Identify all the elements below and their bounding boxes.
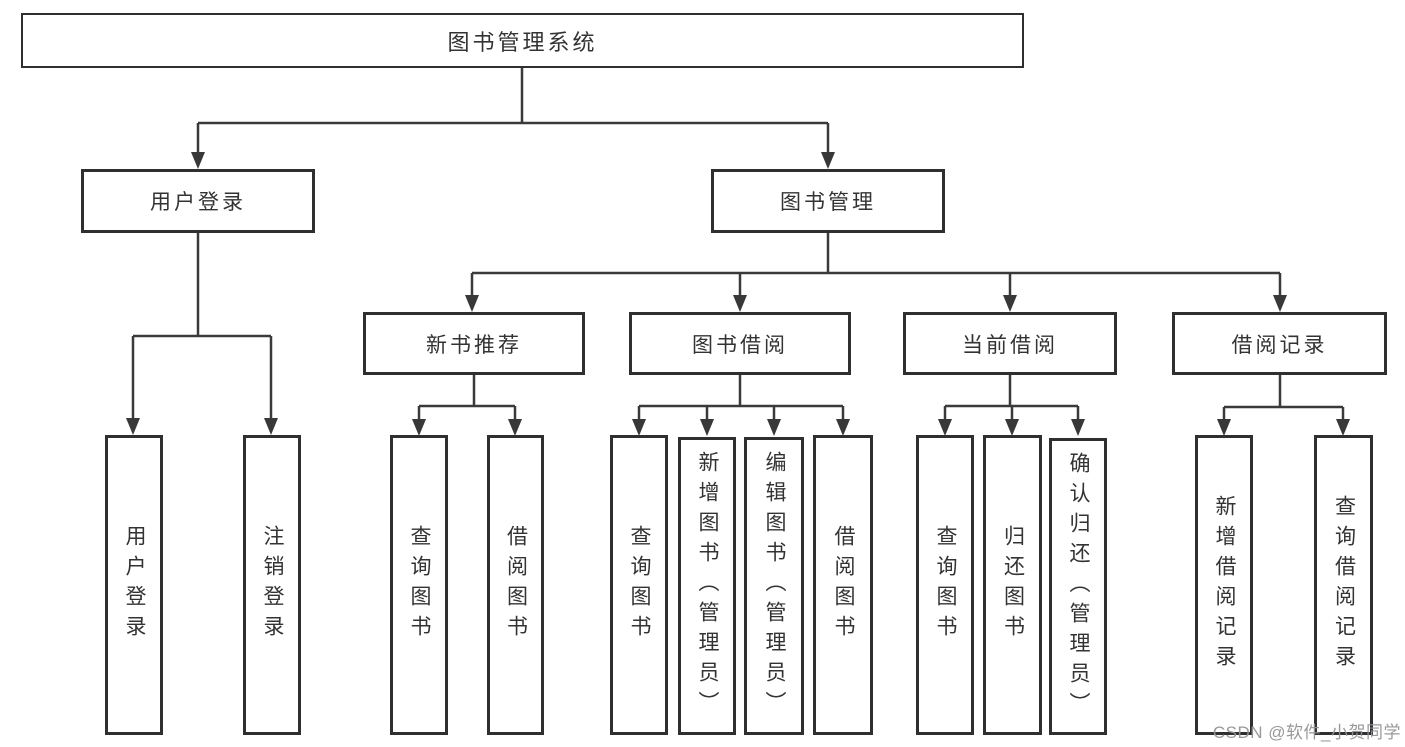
leaf-confirm-return-admin: 确认归还（管理员） [1049, 438, 1107, 735]
leaf-return-books: 归还图书 [983, 435, 1042, 735]
leaf-user-login: 用户登录 [105, 435, 163, 735]
leaf-borrow-books: 借阅图书 [813, 435, 873, 735]
leaf-edit-books-admin: 编辑图书（管理员） [744, 437, 804, 735]
leaf-borrow-books-recommend: 借阅图书 [487, 435, 544, 735]
leaf-query-books-current: 查询图书 [916, 435, 974, 735]
csdn-watermark: CSDN @软件_小贺同学 [1212, 723, 1401, 742]
node-current-borrow: 当前借阅 [903, 312, 1117, 375]
leaf-query-books-recommend: 查询图书 [390, 435, 448, 735]
node-book-management-branch: 图书管理 [711, 169, 945, 233]
leaf-add-borrow-record: 新增借阅记录 [1195, 435, 1253, 735]
leaf-add-books-admin: 新增图书（管理员） [678, 437, 736, 735]
node-user-login-branch: 用户登录 [81, 169, 315, 233]
leaf-query-borrow-record: 查询借阅记录 [1314, 435, 1373, 735]
leaf-query-books-borrow: 查询图书 [610, 435, 668, 735]
node-borrow-record: 借阅记录 [1172, 312, 1387, 375]
node-root-system: 图书管理系统 [21, 13, 1024, 68]
leaf-logout: 注销登录 [243, 435, 301, 735]
node-new-book-recommend: 新书推荐 [363, 312, 585, 375]
node-book-borrow: 图书借阅 [629, 312, 851, 375]
